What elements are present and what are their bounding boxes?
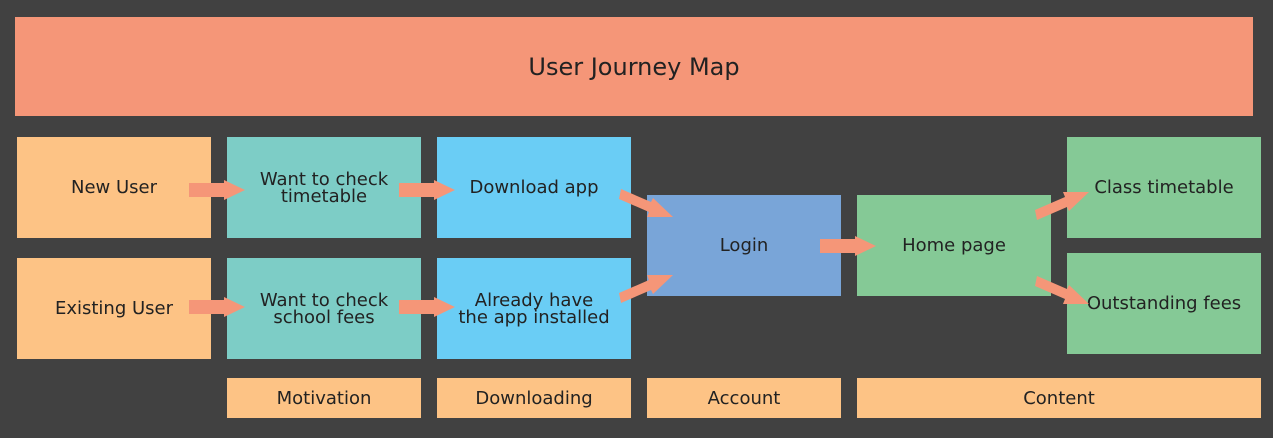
stage-label-content: Content — [857, 378, 1261, 418]
stage-label-motivation: Motivation — [227, 378, 421, 418]
stage-label-account: Account — [647, 378, 841, 418]
node-new-user: New User — [17, 137, 211, 238]
stage-label-downloading: Downloading — [437, 378, 631, 418]
node-outstanding-fees: Outstanding fees — [1067, 253, 1261, 354]
journey-map-title: User Journey Map — [15, 17, 1253, 116]
node-check-timetable: Want to check timetable — [227, 137, 421, 238]
node-already-installed: Already have the app installed — [437, 258, 631, 359]
node-home-page: Home page — [857, 195, 1051, 296]
node-existing-user: Existing User — [17, 258, 211, 359]
node-check-school-fees: Want to check school fees — [227, 258, 421, 359]
node-download-app: Download app — [437, 137, 631, 238]
node-login: Login — [647, 195, 841, 296]
node-class-timetable: Class timetable — [1067, 137, 1261, 238]
